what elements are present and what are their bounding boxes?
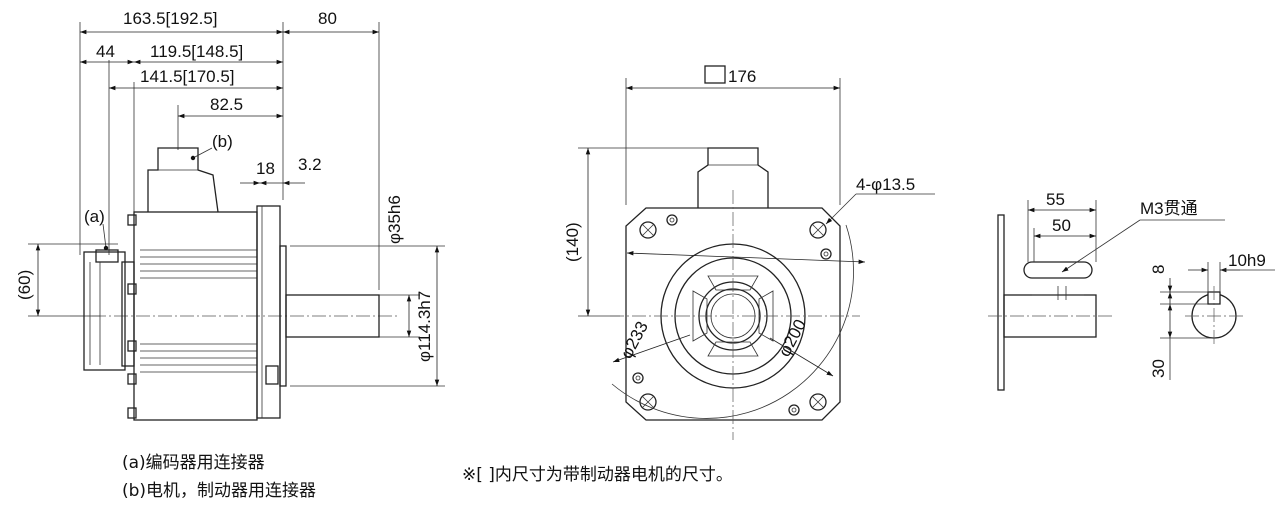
label-b: (b): [212, 132, 233, 151]
dim-pcd: φ233: [617, 318, 652, 362]
dim-flange: 18: [256, 159, 275, 178]
dim-connector-pos: 82.5: [210, 95, 243, 114]
dim-shaft-height: 30: [1149, 359, 1168, 378]
dim-shaft-dia: φ35h6: [385, 195, 404, 244]
dim-holes: 4-φ13.5: [856, 175, 915, 194]
bracket-dimension-note: ※[ ]内尺寸为带制动器电机的尺寸。: [462, 465, 733, 485]
dim-flange-offset: 3.2: [298, 155, 322, 174]
dim-spigot-dia: φ114.3h7: [415, 291, 434, 362]
dim-body: 119.5[148.5]: [150, 42, 243, 61]
dim-connector-height: (140): [563, 222, 582, 262]
dim-body-alt: 141.5[170.5]: [140, 67, 235, 86]
label-a: (a): [84, 207, 105, 226]
front-view: 176 4-φ13.5 (140) φ233 φ200: [563, 65, 935, 440]
dim-key-len-2: 50: [1052, 216, 1071, 235]
dim-key-width: 10h9: [1228, 251, 1266, 270]
shaft-detail-view: 55 50 M3贯通 10h9 8 30: [988, 190, 1275, 391]
dim-shaft-length: 80: [318, 9, 337, 28]
dim-flange-dia: φ200: [775, 316, 810, 360]
dim-square: 176: [728, 67, 756, 86]
dim-total-length: 163.5[192.5]: [123, 9, 218, 28]
dim-key-len-1: 55: [1046, 190, 1065, 209]
dim-key-depth: 8: [1149, 265, 1168, 274]
dim-thread: M3贯通: [1140, 199, 1198, 218]
side-view: 163.5[192.5] 80 44 119.5[148.5] 141.5[17…: [15, 9, 445, 421]
legend-encoder-connector: (a)编码器用连接器: [122, 453, 265, 473]
dim-encoder-height: (60): [15, 270, 34, 300]
legend-motor-brake-connector: (b)电机，制动器用连接器: [122, 481, 317, 501]
dim-encoder: 44: [96, 42, 115, 61]
